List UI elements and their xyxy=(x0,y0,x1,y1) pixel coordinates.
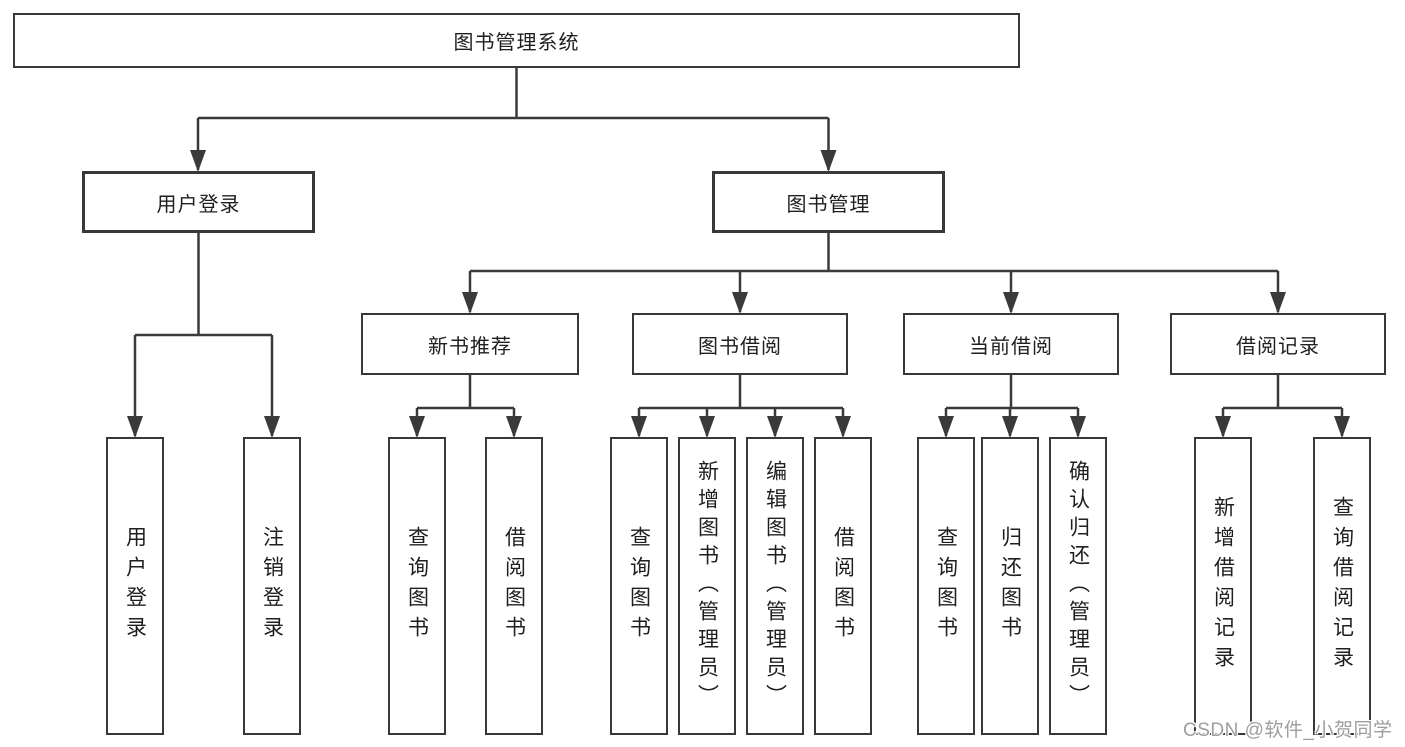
leaf-user-login: 用户登录 xyxy=(106,437,164,735)
leaf-label: 查询图书 xyxy=(934,526,958,646)
leaf-query-borrow-record: 查询借阅记录 xyxy=(1313,437,1371,735)
leaf-label: 编辑图书（管理员） xyxy=(763,460,787,712)
leaf-confirm-return-admin: 确认归还（管理员） xyxy=(1049,437,1107,735)
node-borrowing-records: 借阅记录 xyxy=(1170,313,1386,375)
leaf-label: 注销登录 xyxy=(260,526,284,646)
leaf-label: 确认归还（管理员） xyxy=(1066,460,1090,712)
leaf-query-books-borrowing: 查询图书 xyxy=(610,437,668,735)
leaf-label: 借阅图书 xyxy=(502,526,526,646)
leaf-label: 查询图书 xyxy=(627,526,651,646)
node-label: 图书管理 xyxy=(786,193,871,216)
csdn-watermark: CSDN @软件_小贺同学 xyxy=(1183,720,1393,741)
leaf-edit-book-admin: 编辑图书（管理员） xyxy=(746,437,804,735)
leaf-add-borrow-record: 新增借阅记录 xyxy=(1194,437,1252,735)
node-current-borrowing: 当前借阅 xyxy=(903,313,1119,375)
leaf-return-book: 归还图书 xyxy=(981,437,1039,735)
leaf-label: 新增借阅记录 xyxy=(1211,496,1235,676)
node-label: 新书推荐 xyxy=(428,335,512,358)
leaf-label: 用户登录 xyxy=(123,526,147,646)
node-label: 图书借阅 xyxy=(698,335,782,358)
node-new-book-recommendation: 新书推荐 xyxy=(361,313,579,375)
leaf-add-book-admin: 新增图书（管理员） xyxy=(678,437,736,735)
node-root-system: 图书管理系统 xyxy=(13,13,1020,68)
leaf-label: 借阅图书 xyxy=(831,526,855,646)
leaf-label: 查询借阅记录 xyxy=(1330,496,1354,676)
node-label: 图书管理系统 xyxy=(453,32,580,54)
leaf-label: 查询图书 xyxy=(405,526,429,646)
node-book-management: 图书管理 xyxy=(712,171,945,233)
leaf-borrow-books-recommend: 借阅图书 xyxy=(485,437,543,735)
leaf-query-books-recommend: 查询图书 xyxy=(388,437,446,735)
node-label: 用户登录 xyxy=(156,193,241,216)
leaf-logout: 注销登录 xyxy=(243,437,301,735)
down-arrowhead-icons xyxy=(127,150,1350,438)
leaf-label: 归还图书 xyxy=(998,526,1022,646)
leaf-query-books-current: 查询图书 xyxy=(917,437,975,735)
node-book-borrowing: 图书借阅 xyxy=(632,313,848,375)
node-user-login: 用户登录 xyxy=(82,171,315,233)
leaf-label: 新增图书（管理员） xyxy=(695,460,719,712)
leaf-borrow-books-borrowing: 借阅图书 xyxy=(814,437,872,735)
node-label: 借阅记录 xyxy=(1236,335,1320,358)
tree-edges xyxy=(133,68,1344,436)
node-label: 当前借阅 xyxy=(969,335,1053,358)
